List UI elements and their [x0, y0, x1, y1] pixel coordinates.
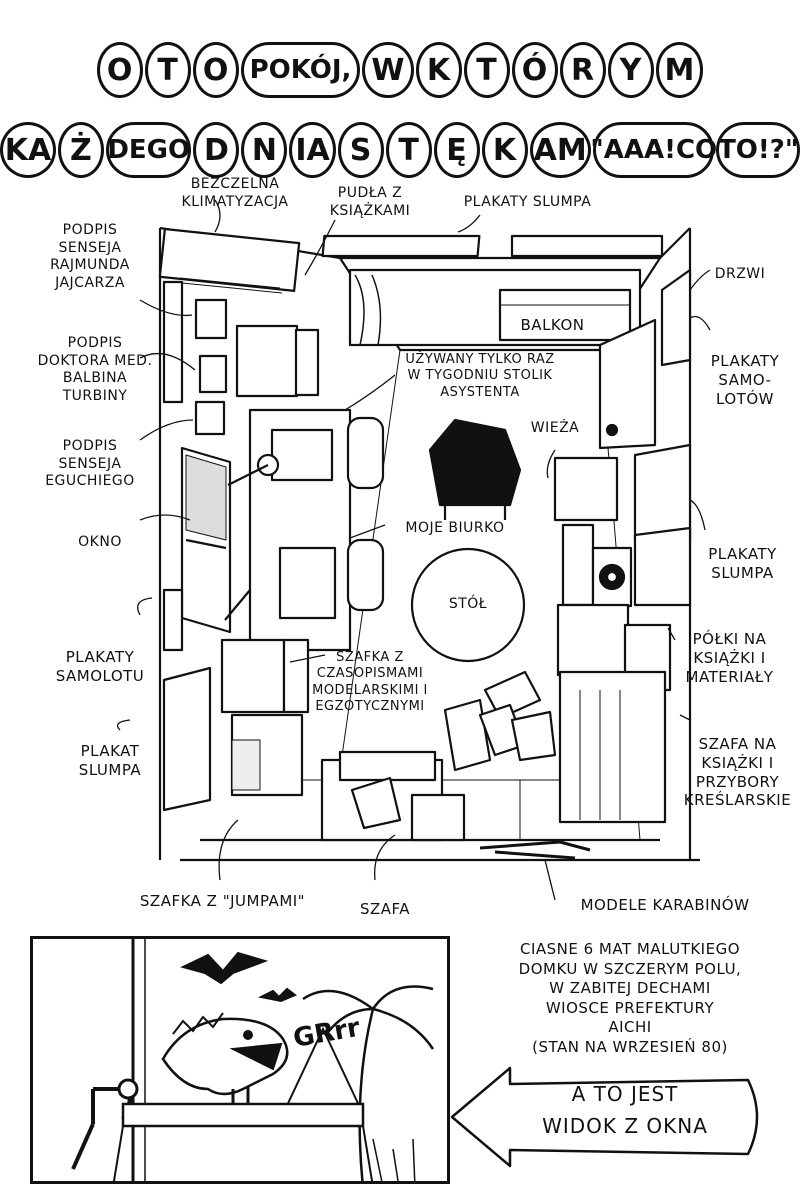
title-bubble: Ż: [57, 122, 104, 178]
drafting-board: [121, 1102, 365, 1128]
label-bookcase: SZAFA NA KSIĄŻKI I PRZYBORY KREŚLARSKIE: [683, 735, 792, 810]
poster-top-left: [321, 234, 481, 258]
rifle-models: [479, 840, 591, 860]
title-bubble: TO!?": [716, 122, 800, 178]
label-balcony: BALKON: [520, 316, 585, 334]
pterodactyl-icon: [180, 951, 269, 985]
label-magazine-cabinet: SZAFKA Z CZASOPISMAMI MODELARSKIMI I EGZ…: [312, 650, 428, 714]
label-plane-posters: PLAKATY SAMO- LOTÓW: [710, 352, 780, 408]
label-book-boxes: PUDŁA Z KSIĄŻKAMI: [329, 185, 411, 219]
window-view-panel: GRrr: [30, 936, 450, 1184]
stereo: [553, 456, 633, 608]
title-bubble: Y: [607, 42, 654, 98]
label-door: DRZWI: [714, 266, 766, 282]
label-my-desk: MOJE BIURKO: [405, 520, 505, 536]
autograph-1: [194, 298, 228, 340]
door: [598, 318, 657, 450]
air-conditioner: [158, 227, 301, 294]
title-bubble: D: [193, 122, 240, 178]
magazine-cabinet: [220, 638, 310, 797]
growl-sfx: GRrr: [291, 1013, 362, 1054]
title-bubble: T: [144, 42, 191, 98]
label-signature-balbina: PODPIS DOKTORA MED. BALBINA TURBINY: [37, 335, 153, 404]
title-bubble: O: [192, 42, 239, 98]
label-wardrobe: SZAFA: [359, 900, 411, 918]
title-bubble: AM: [529, 122, 591, 178]
balcony-window: [348, 268, 642, 347]
curtain: [354, 274, 382, 346]
desk: [224, 408, 385, 652]
palm-tree: [302, 985, 435, 1181]
label-shelves: PÓŁKI NA KSIĄŻKI I MATERIAŁY: [685, 630, 774, 686]
label-jump-cabinet: SZAFKA Z "JUMPAMI": [139, 892, 306, 910]
label-plane-posters-left: PLAKATY SAMOLOTU: [55, 648, 145, 685]
label-rifle-models: MODELE KARABINÓW: [580, 896, 750, 914]
book-box-1: [235, 324, 299, 398]
title-bubble: R: [559, 42, 606, 98]
title-bubble: DEGO: [105, 122, 192, 178]
title-bubble: "AAA!CO: [590, 122, 717, 178]
poster-right-1: [660, 268, 692, 367]
poster-top-right: [510, 234, 664, 258]
poster-right-3: [633, 526, 692, 607]
title-bubble: Ó: [511, 42, 558, 98]
window-view-text: A TO JEST WIDOK Z OKNA: [542, 1082, 708, 1138]
drafting-lamp: [71, 1087, 132, 1170]
bookcase-right: [558, 670, 667, 824]
dinosaur-icon: [161, 1012, 289, 1096]
title-bubble: K: [481, 122, 528, 178]
title-bubble: KA: [0, 122, 56, 178]
shelf-right: [556, 603, 630, 677]
title-bubble: M: [655, 42, 704, 98]
label-signature-rajmund: PODPIS SENSEJA RAJMUNDA JAJCARZA: [50, 222, 130, 291]
title-bubble: W: [362, 42, 414, 98]
room-floorplan-drawing: [116, 199, 711, 901]
dinosaur-scene-drawing: GRrr: [71, 939, 435, 1181]
title-bubble: Ę: [433, 122, 480, 178]
volcano: [282, 1026, 364, 1115]
poster-right-2: [633, 443, 692, 542]
label-window: OKNO: [78, 534, 122, 550]
round-table: [410, 547, 526, 663]
label-slump-posters-top: PLAKATY SLUMPA: [463, 194, 592, 210]
autograph-3: [194, 400, 226, 436]
label-assistant-table: UŻYWANY TYLKO RAZ W TYGODNIU STOLIK ASYS…: [405, 352, 555, 400]
title-bubble: S: [337, 122, 384, 178]
label-stereo: WIEŻA: [530, 420, 580, 436]
label-air-conditioner: BEZCZELNA KLIMATYZACJA: [181, 176, 289, 210]
title-bubble: N: [241, 122, 288, 178]
title-bubble: T: [463, 42, 510, 98]
title-bubble: O: [96, 42, 143, 98]
poster-left-bottom: [162, 666, 212, 812]
label-slump-poster: PLAKAT SLUMPA: [78, 742, 142, 779]
title-bubble: IA: [289, 122, 336, 178]
label-slump-posters-right: PLAKATY SLUMPA: [708, 545, 777, 582]
label-table: STÓŁ: [448, 596, 488, 612]
assistant-chair: [428, 418, 522, 520]
title-bubble: POKÓJ,: [240, 42, 361, 98]
left-window: [180, 446, 232, 634]
room-caption: CIASNE 6 MAT MALUTKIEGO DOMKU W SZCZERYM…: [518, 940, 742, 1056]
title-bubble: K: [415, 42, 462, 98]
arrow-pointing-left: [450, 1066, 759, 1168]
title-bubble: T: [385, 122, 432, 178]
autograph-2: [198, 354, 228, 394]
label-signature-eguchi: PODPIS SENSEJA EGUCHIEGO: [45, 438, 135, 489]
poster-left-1: [162, 280, 184, 404]
